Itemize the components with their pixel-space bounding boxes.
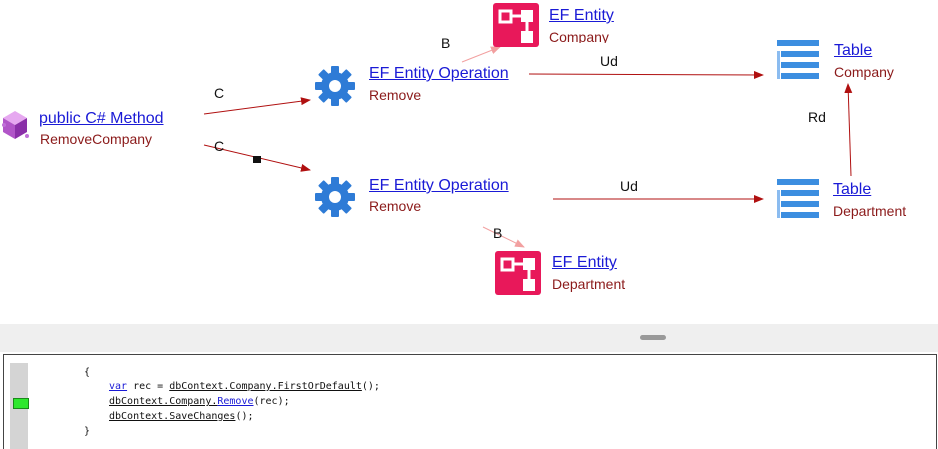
node-op1-title[interactable]: EF Entity Operation — [369, 65, 509, 82]
code-text: (); — [361, 381, 380, 392]
edge-table2-table1[interactable] — [844, 83, 853, 177]
code-method-remove: Remove — [217, 396, 254, 407]
code-line-2: var rec = dbContext.Company.FirstOrDefau… — [109, 381, 380, 392]
code-viewer[interactable]: { var rec = dbContext.Company.FirstOrDef… — [3, 354, 937, 449]
current-line-marker — [13, 398, 29, 409]
edge-label-b1: B — [441, 35, 451, 51]
node-table1-subtitle: Company — [834, 64, 894, 80]
table-icon[interactable] — [777, 179, 819, 224]
node-entity1-title[interactable]: EF Entity — [549, 7, 614, 24]
node-table2-subtitle: Department — [833, 203, 907, 219]
code-text: (rec); — [253, 396, 290, 407]
edge-op1-table1[interactable] — [528, 70, 764, 79]
edge-method-op1[interactable] — [203, 97, 311, 115]
edge-label-rd: Rd — [808, 109, 826, 125]
node-table1-title[interactable]: Table — [834, 42, 873, 59]
edge-label-c1: C — [214, 85, 225, 101]
node-op1-subtitle: Remove — [369, 87, 422, 103]
edge-label-c2: C — [214, 138, 225, 154]
node-method-subtitle: RemoveCompany — [40, 131, 153, 147]
code-text: rec = — [127, 381, 170, 392]
node-op2-title[interactable]: EF Entity Operation — [369, 177, 509, 194]
gear-icon[interactable] — [314, 176, 356, 223]
node-op2-subtitle: Remove — [369, 198, 422, 214]
node-entity2-title[interactable]: EF Entity — [552, 254, 617, 271]
code-line-1: { — [84, 367, 91, 378]
code-line-5: } — [84, 426, 91, 437]
dependency-graph[interactable]: C C B B Ud Ud Rd public C# Method Remove… — [0, 0, 938, 324]
edge-breakpoint-marker — [253, 156, 261, 163]
edge-label-ud1: Ud — [600, 53, 618, 69]
node-entity2-subtitle: Department — [552, 276, 626, 292]
code-text: dbContext.Company.FirstOrDefault — [169, 381, 362, 392]
edge-label-ud2: Ud — [620, 178, 638, 194]
graph-edges — [203, 46, 853, 248]
code-text: dbContext.SaveChanges — [109, 411, 236, 422]
entity-diagram-icon[interactable] — [495, 251, 541, 300]
gear-icon[interactable] — [314, 65, 356, 112]
node-method-title[interactable]: public C# Method — [39, 110, 164, 127]
edge-op1-entity1[interactable] — [461, 46, 501, 63]
csharp-method-cube-icon[interactable] — [0, 108, 30, 147]
node-table2-title[interactable]: Table — [833, 181, 872, 198]
node-entity1-subtitle: Company — [549, 29, 609, 43]
entity-diagram-icon[interactable] — [493, 3, 539, 52]
code-text: (); — [235, 411, 254, 422]
pane-splitter[interactable] — [0, 324, 938, 352]
code-text: dbContext.Company. — [109, 396, 218, 407]
code-keyword-var: var — [109, 381, 128, 392]
edge-op2-entity2[interactable] — [482, 226, 525, 248]
code-line-4: dbContext.SaveChanges(); — [109, 411, 254, 422]
edge-label-b2: B — [493, 225, 503, 241]
code-line-3: dbContext.Company.Remove(rec); — [109, 396, 290, 407]
splitter-grip-handle[interactable] — [640, 335, 666, 340]
table-icon[interactable] — [777, 40, 819, 85]
